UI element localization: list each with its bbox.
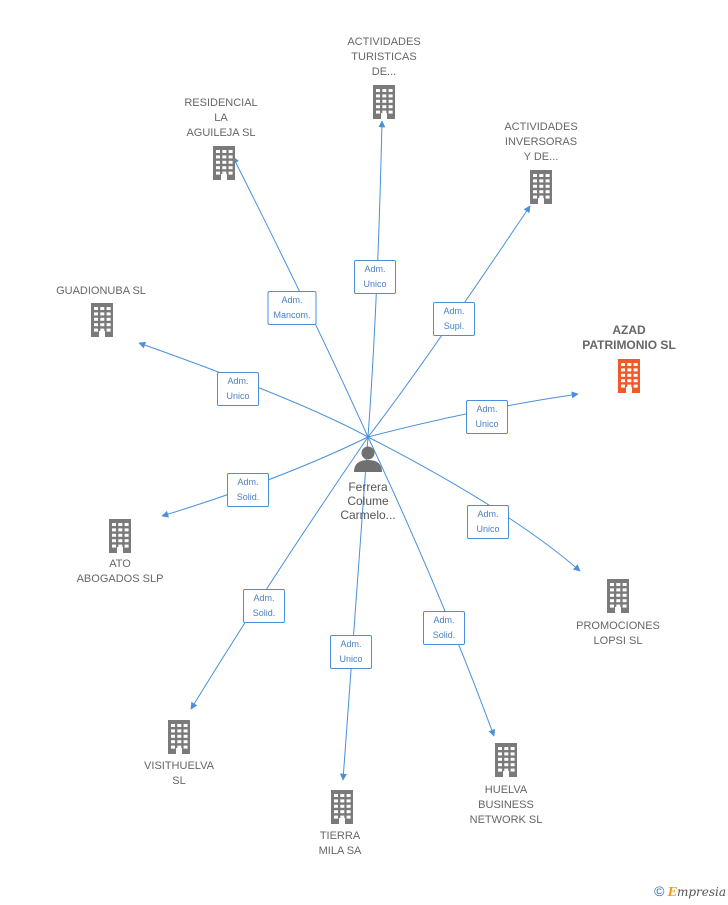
role-box-guadionuba: Adm. Unico [217, 372, 259, 406]
building-icon-ato-abogados[interactable] [109, 519, 131, 553]
role-box-promociones-lopsi: Adm. Unico [467, 505, 509, 539]
icons [91, 85, 640, 824]
company-label-actividades-inversoras[interactable]: ACTIVIDADES INVERSORAS Y DE... [504, 121, 578, 163]
building-icon-azad-patrimonio[interactable] [618, 359, 640, 393]
edge-visithuelva [190, 436, 369, 710]
edge-tierra-mila [339, 436, 369, 781]
building-icon-actividades-inversoras[interactable] [530, 170, 552, 204]
role-box-visithuelva: Adm. Solid. [243, 589, 285, 623]
building-icon-tierra-mila[interactable] [331, 790, 353, 824]
edges [138, 120, 581, 781]
company-label-actividades-turisticas[interactable]: ACTIVIDADES TURISTICAS DE... [347, 36, 421, 78]
building-icon-promociones-lopsi[interactable] [607, 579, 629, 613]
edge-actividades-inversoras [367, 205, 531, 438]
edge-huelva-business-network [367, 436, 496, 737]
edge-ato-abogados [161, 436, 369, 518]
building-icon-visithuelva[interactable] [168, 720, 190, 754]
company-label-guadionuba[interactable]: GUADIONUBA SL [56, 285, 146, 297]
role-box-residencial-la-aguileja: Adm. Mancom. [267, 291, 317, 325]
role-box-azad-patrimonio: Adm. Unico [466, 400, 508, 434]
edge-promociones-lopsi [367, 436, 581, 572]
building-icon-guadionuba[interactable] [91, 303, 113, 337]
company-label-tierra-mila[interactable]: TIERRA MILA SA [318, 830, 362, 857]
role-box-ato-abogados: Adm. Solid. [227, 473, 269, 507]
role-box-actividades-turisticas: Adm. Unico [354, 260, 396, 294]
company-label-azad-patrimonio[interactable]: AZAD PATRIMONIO SL [582, 323, 676, 352]
copyright-symbol: © [654, 883, 665, 899]
role-box-tierra-mila: Adm. Unico [330, 635, 372, 669]
person-icon[interactable] [354, 446, 382, 473]
role-box-huelva-business-network: Adm. Solid. [423, 611, 465, 645]
footer: © Empresia [654, 883, 726, 899]
company-label-residencial-la-aguileja[interactable]: RESIDENCIAL LA AGUILEJA SL [184, 97, 258, 139]
company-label-ato-abogados[interactable]: ATO ABOGADOS SLP [76, 558, 164, 585]
role-box-actividades-inversoras: Adm. Supl. [433, 302, 475, 336]
building-icon-residencial-la-aguileja[interactable] [213, 146, 235, 180]
person-name[interactable]: Ferrera Colume Carmelo... [340, 480, 396, 522]
brand-logo[interactable]: Empresia [667, 885, 726, 899]
company-label-huelva-business-network[interactable]: HUELVA BUSINESS NETWORK SL [469, 784, 543, 826]
building-icon-actividades-turisticas[interactable] [373, 85, 395, 119]
building-icon-huelva-business-network[interactable] [495, 743, 517, 777]
company-label-promociones-lopsi[interactable]: PROMOCIONES LOPSI SL [576, 620, 660, 647]
company-label-visithuelva[interactable]: VISITHUELVA SL [144, 760, 214, 787]
edge-guadionuba [138, 341, 369, 438]
